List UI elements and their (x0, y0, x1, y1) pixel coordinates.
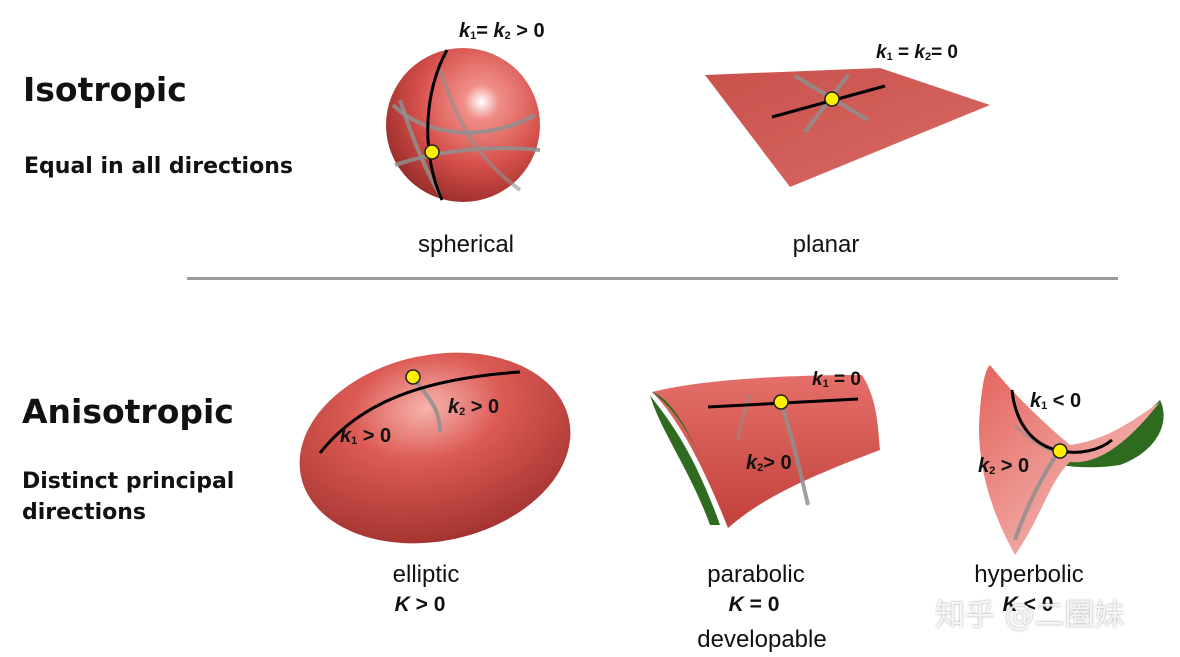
watermark: 知乎 @二圈妹 (935, 598, 1125, 633)
elliptic-k1-label: k1 > 0 (340, 425, 392, 447)
spherical-curvature-label: k1= k2 > 0 (459, 20, 545, 42)
parabolic-caption: parabolic (707, 561, 805, 588)
spherical-caption: spherical (417, 231, 515, 258)
hyperbolic-k2-label: k2 > 0 (978, 455, 1030, 477)
anisotropic-subtitle-line2: directions (22, 500, 147, 525)
parabolic-k2-label: k2> 0 (746, 452, 792, 474)
sphere-shape (386, 48, 541, 202)
parabolic-developable-label: developable (697, 626, 827, 653)
isotropic-heading: Isotropic (23, 70, 187, 109)
parabolic-gaussian-label: K = 0 (728, 593, 780, 616)
isotropic-subtitle: Equal in all directions (24, 154, 293, 179)
plane-point (824, 91, 840, 107)
parabolic-k1-label: k1 = 0 (812, 369, 861, 390)
hyperbolic-k1-label: k1 < 0 (1030, 390, 1082, 412)
planar-curvature-label: k1 = k2= 0 (876, 42, 959, 63)
hyperbolic-gaussian-label: K < 0 (1002, 593, 1054, 616)
hyperbolic-point (1052, 443, 1068, 459)
elliptic-gaussian-label: K > 0 (394, 593, 446, 616)
hyperbolic-caption: hyperbolic (974, 561, 1084, 588)
anisotropic-heading: Anisotropic (22, 392, 234, 431)
plane-shape (705, 68, 990, 187)
hyperbolic-shape (979, 365, 1164, 555)
elliptic-caption: elliptic (392, 561, 460, 588)
ellipsoid-shape (299, 352, 571, 544)
sphere-point (424, 144, 440, 160)
planar-caption: planar (792, 231, 860, 258)
anisotropic-subtitle-line1: Distinct principal (22, 469, 235, 494)
parabolic-shape (650, 375, 880, 528)
elliptic-k2-label: k2 > 0 (448, 396, 500, 418)
parabolic-point (773, 394, 789, 410)
ellipsoid-point (405, 369, 421, 385)
section-divider (187, 277, 1118, 280)
